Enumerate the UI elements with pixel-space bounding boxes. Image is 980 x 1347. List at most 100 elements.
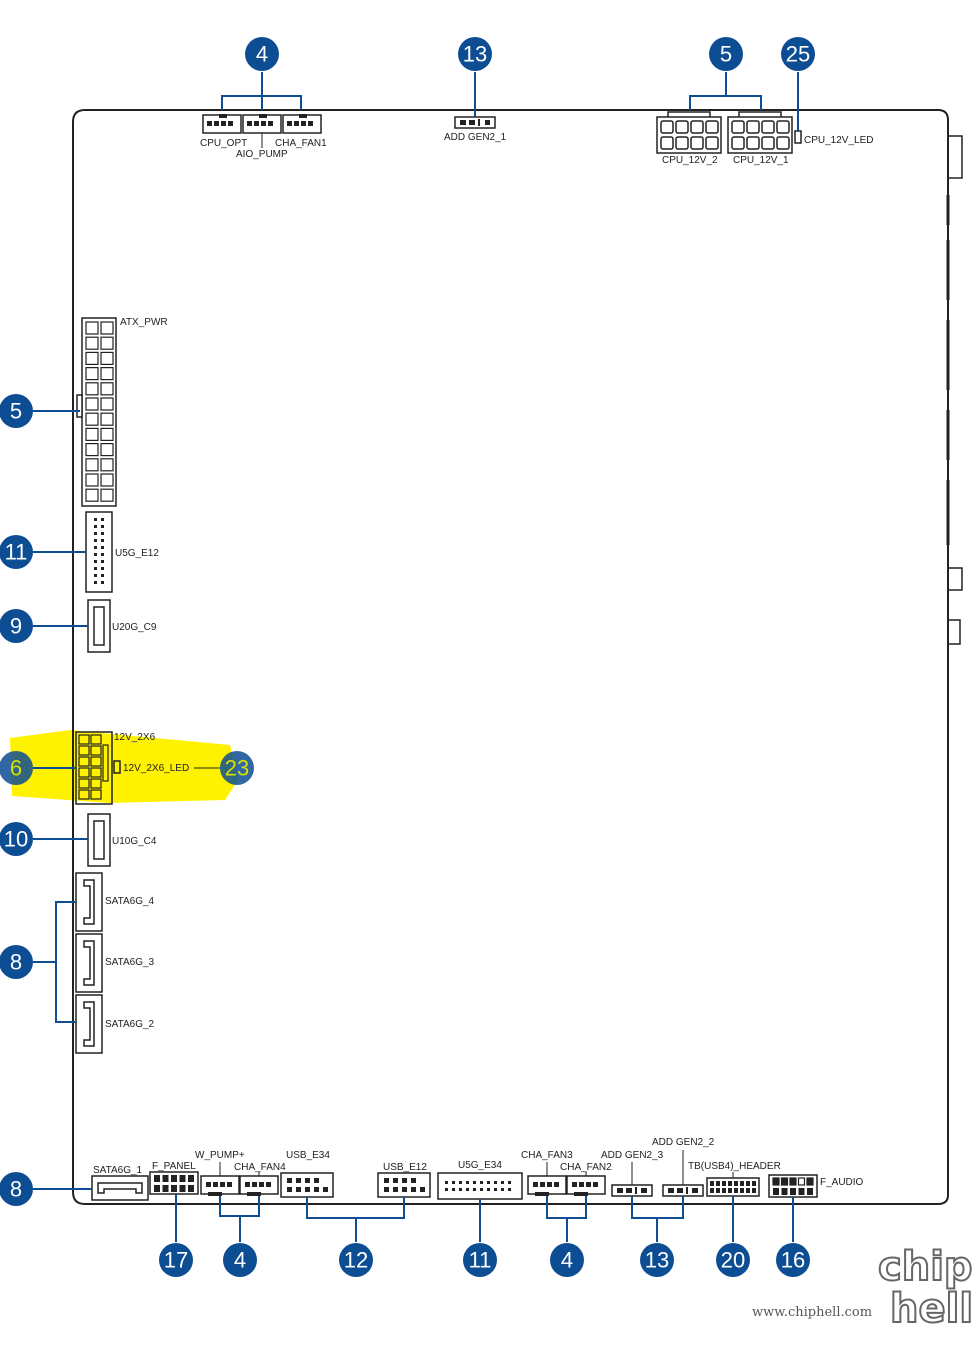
svg-text:13: 13 — [463, 42, 487, 67]
callout-left-12v: 6 — [0, 751, 33, 785]
label-cha-fan4: CHA_FAN4 — [234, 1162, 286, 1173]
callout-bottom-audio: 16 — [776, 1243, 810, 1277]
label-sata6g-2: SATA6G_2 — [105, 1019, 155, 1030]
header-tb-usb4 — [706, 1177, 760, 1197]
led-12v-2x6 — [113, 760, 121, 774]
label-12v-2x6-led: 12V_2X6_LED — [123, 763, 189, 774]
board-outline — [72, 109, 949, 1205]
label-usb-e34: USB_E34 — [286, 1150, 330, 1161]
sata-port-4 — [75, 872, 103, 932]
svg-text:4: 4 — [256, 42, 268, 67]
label-sata6g-1: SATA6G_1 — [93, 1165, 143, 1176]
label-u5g-e34: U5G_E34 — [458, 1160, 502, 1171]
svg-text:12: 12 — [344, 1248, 368, 1273]
label-f-panel: F_PANEL — [152, 1161, 196, 1172]
leader-lines — [33, 72, 799, 1242]
usb-header-u5g-e12 — [85, 511, 113, 593]
callout-top-argb: 13 — [458, 37, 492, 71]
fan-header-aio-pump — [242, 114, 282, 134]
label-add-gen2-1: ADD GEN2_1 — [444, 132, 507, 143]
label-12v-2x6: 12V_2X6 — [114, 732, 156, 743]
watermark-logo-bottom: hell — [890, 1286, 973, 1332]
watermark-logo-top: chip — [878, 1244, 973, 1290]
fan-header-cha-fan2 — [566, 1175, 606, 1196]
callout-bottom-fans-a: 4 — [223, 1243, 257, 1277]
svg-text:4: 4 — [234, 1248, 246, 1273]
label-cpu-12v-2: CPU_12V_2 — [662, 155, 718, 166]
callout-bottom-fans-b: 4 — [550, 1243, 584, 1277]
sata-port-1 — [91, 1175, 149, 1201]
label-aio-pump: AIO_PUMP — [236, 149, 288, 160]
callout-left-u10g: 10 — [0, 822, 33, 856]
callout-bottom-fpanel: 17 — [159, 1243, 193, 1277]
fan-header-cha-fan3 — [527, 1175, 567, 1196]
callout-top-fans: 4 — [245, 37, 279, 71]
atx-pins — [85, 321, 114, 502]
label-sata6g-4: SATA6G_4 — [105, 896, 155, 907]
fan-header-cpu-opt — [202, 114, 242, 134]
usb-c-header-u20g-c9 — [87, 599, 111, 653]
callout-bottom-sata: 8 — [0, 1172, 33, 1206]
callout-bottom-argb: 13 — [640, 1243, 674, 1277]
label-cpu-12v-led: CPU_12V_LED — [804, 135, 873, 146]
svg-text:11: 11 — [5, 540, 28, 565]
argb-header-add-gen2-2 — [662, 1184, 704, 1197]
label-cpu-opt: CPU_OPT — [200, 138, 247, 149]
label-sata6g-3: SATA6G_3 — [105, 957, 155, 968]
fan-header-w-pump — [200, 1175, 240, 1196]
12v-2x6-pins — [78, 734, 109, 800]
label-add-gen2-3: ADD GEN2_3 — [601, 1150, 664, 1161]
callout-bottom-usb: 12 — [339, 1243, 373, 1277]
fan-header-cha-fan1 — [282, 114, 322, 134]
svg-text:5: 5 — [720, 42, 732, 67]
callout-left-sata: 8 — [0, 945, 33, 979]
label-u10g-c4: U10G_C4 — [112, 836, 157, 847]
callout-bottom-tb: 20 — [716, 1243, 750, 1277]
watermark: www.chiphell.com chip hell — [752, 1243, 974, 1333]
svg-text:17: 17 — [164, 1248, 188, 1273]
label-add-gen2-2: ADD GEN2_2 — [652, 1137, 715, 1148]
argb-header-add-gen2-3 — [611, 1184, 653, 1197]
svg-text:16: 16 — [781, 1248, 805, 1273]
usb-header-usb-e34 — [280, 1172, 334, 1198]
fan-header-cha-fan4 — [239, 1175, 279, 1196]
label-usb-e12: USB_E12 — [383, 1162, 427, 1173]
sata-port-3 — [75, 933, 103, 993]
callout-top-cpu-led: 25 — [781, 37, 815, 71]
label-tb-header: TB(USB4)_HEADER — [688, 1161, 781, 1172]
label-u20g-c9: U20G_C9 — [112, 622, 157, 633]
svg-text:23: 23 — [225, 756, 249, 781]
svg-text:5: 5 — [10, 399, 22, 424]
svg-text:10: 10 — [4, 827, 28, 852]
yellow-highlight — [10, 730, 238, 803]
label-w-pump: W_PUMP+ — [195, 1150, 245, 1161]
callout-left-atx: 5 — [0, 394, 33, 428]
callout-left-u20g: 9 — [0, 609, 33, 643]
svg-text:8: 8 — [10, 1177, 22, 1202]
label-cha-fan1: CHA_FAN1 — [275, 138, 327, 149]
label-atx-pwr: ATX_PWR — [120, 317, 168, 328]
power-connector-cpu-12v-1 — [727, 111, 793, 154]
callout-left-12v-led: 23 — [220, 751, 254, 785]
callout-left-u5g: 11 — [0, 535, 33, 569]
callout-top-cpu-power: 5 — [709, 37, 743, 71]
label-cha-fan2: CHA_FAN2 — [560, 1162, 612, 1173]
callout-bottom-u5g: 11 — [463, 1243, 497, 1277]
svg-text:13: 13 — [645, 1248, 669, 1273]
usb-header-u5g-e34 — [437, 1172, 523, 1200]
svg-text:11: 11 — [469, 1248, 492, 1273]
svg-text:4: 4 — [561, 1248, 573, 1273]
argb-header-add-gen2-1 — [454, 116, 496, 129]
usb-header-usb-e12 — [377, 1172, 431, 1198]
svg-text:20: 20 — [721, 1248, 745, 1273]
sata-port-2 — [75, 994, 103, 1054]
label-cha-fan3: CHA_FAN3 — [521, 1150, 573, 1161]
svg-text:25: 25 — [786, 42, 810, 67]
svg-text:6: 6 — [10, 756, 22, 781]
svg-text:9: 9 — [10, 614, 22, 639]
led-cpu-12v — [794, 130, 802, 144]
label-u5g-e12: U5G_E12 — [115, 548, 159, 559]
watermark-url: www.chiphell.com — [752, 1305, 872, 1320]
header-f-audio — [768, 1174, 818, 1198]
